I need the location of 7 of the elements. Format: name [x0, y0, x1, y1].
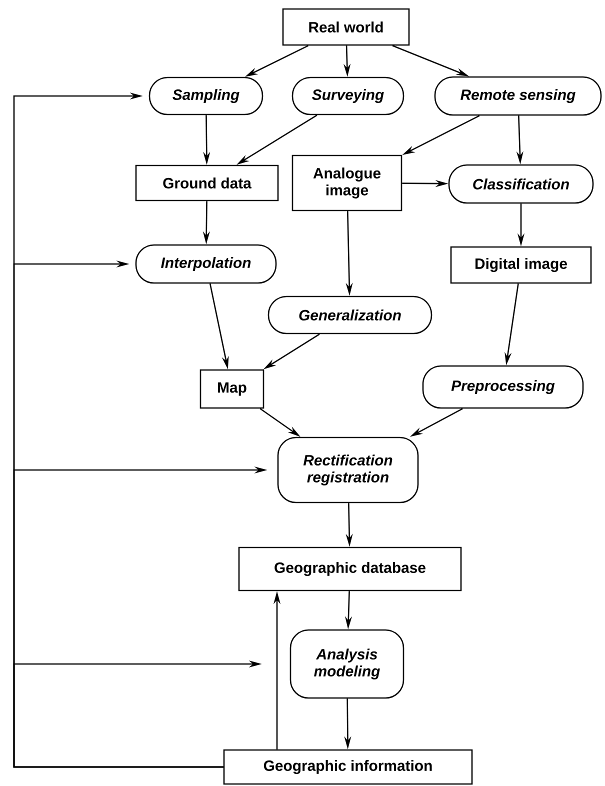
data-box: Analogue image	[292, 154, 402, 212]
data-box: Digital image	[450, 246, 592, 284]
data-box: Geographic database	[238, 546, 462, 592]
data-box: Ground data	[135, 164, 279, 202]
data-box: Geographic information	[223, 749, 473, 785]
data-box: Real world	[282, 8, 410, 46]
data-box: Map	[200, 369, 264, 409]
